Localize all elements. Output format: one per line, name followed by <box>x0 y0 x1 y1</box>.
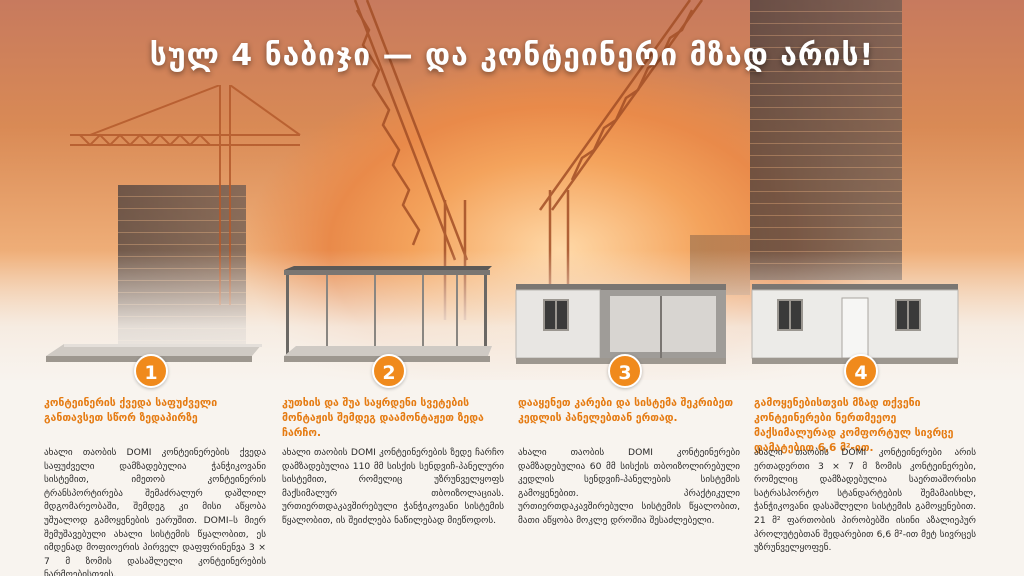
building-right <box>750 0 902 280</box>
content-background <box>0 380 1024 576</box>
step-number-badge: 2 <box>372 354 406 388</box>
step-title: დააყენეთ კარები და სისტემა შეკრიბეთ კედლ… <box>518 397 734 424</box>
page-headline: სულ 4 ნაბიჯი — და კონტეინერი მზად არის! <box>149 38 875 73</box>
step-1: 1 კონტეინერის ქვედა საფუძველი განთავსეთ … <box>40 250 268 576</box>
step-description: ახალი თაობის DOMI კონტეინერები დამზადებუ… <box>518 447 740 526</box>
step-title: კონტეინერის ქვედა საფუძველი განთავსეთ სწ… <box>44 397 218 424</box>
step-description: ახალი თაობის DOMI კონტეინერები არის ერთა… <box>754 447 976 554</box>
step-number-badge: 4 <box>844 354 878 388</box>
crane-right <box>538 0 704 300</box>
step-description: ახალი თაობის DOMI კონტეინერების ქვედა სა… <box>44 447 266 576</box>
step-4: 4 გამოყენებისთვის მზად თქვენი კონტეინერე… <box>750 250 978 576</box>
step-2: 2 კუთხის და შუა საყრდენი სვეტების მონტაჟ… <box>278 250 506 576</box>
step-title: კუთხის და შუა საყრდენი სვეტების მონტაჟის… <box>282 397 484 439</box>
container-frame-illustration <box>284 266 492 362</box>
container-complete-illustration <box>751 284 959 364</box>
container-base-illustration <box>46 344 262 362</box>
step-title: გამოყენებისთვის მზად თქვენი კონტეინერები… <box>754 397 954 454</box>
crane-center <box>353 0 469 320</box>
step-number-badge: 1 <box>134 354 168 388</box>
step-3: 3 დააყენეთ კარები და სისტემა შეკრიბეთ კე… <box>514 250 742 576</box>
step-number-badge: 3 <box>608 354 642 388</box>
container-walls-illustration <box>515 284 726 364</box>
step-description: ახალი თაობის DOMI კონტეინერების ზედე ჩარ… <box>282 447 504 526</box>
